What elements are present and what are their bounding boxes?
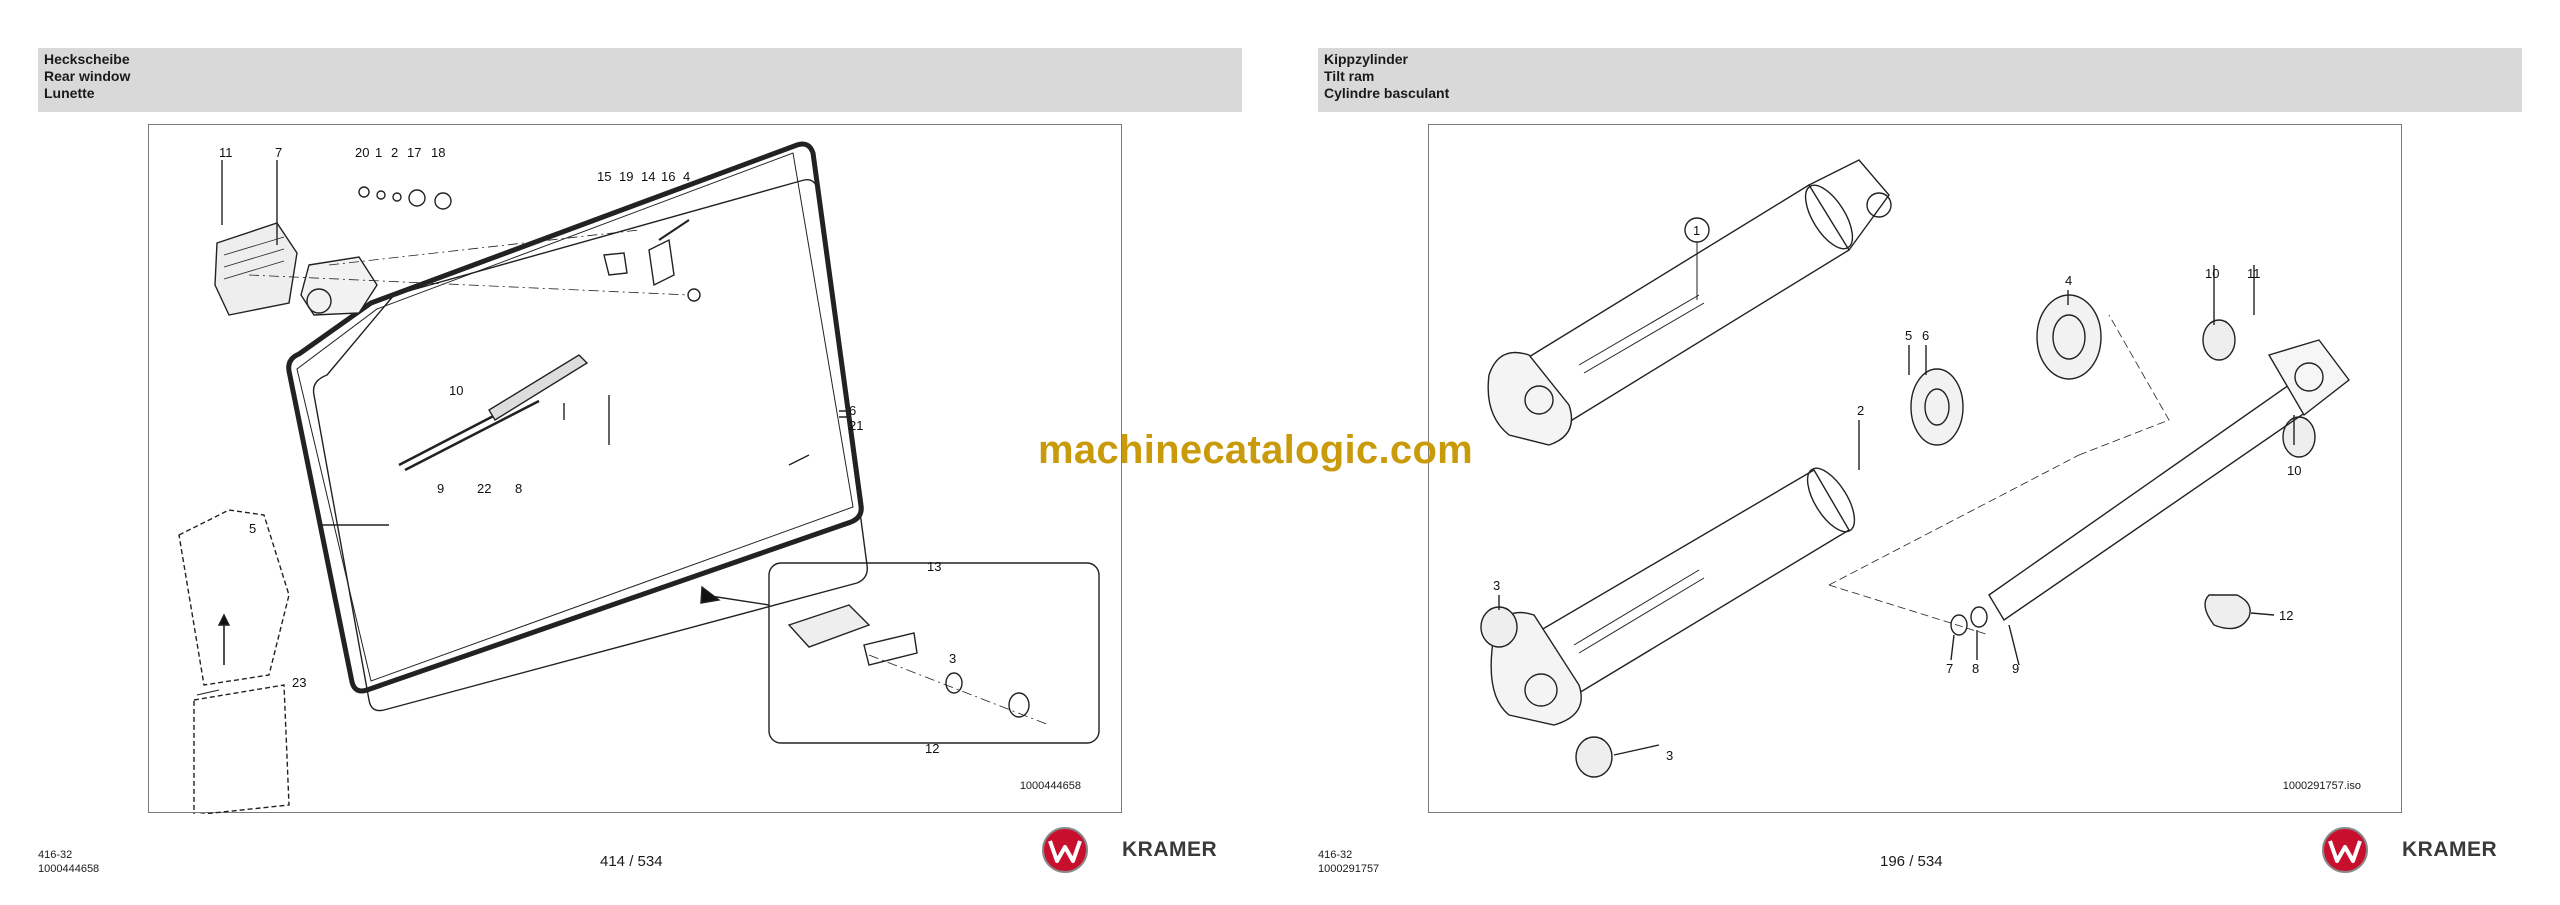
kramer-w-logo-icon [1042, 827, 1088, 873]
svg-text:21: 21 [849, 418, 863, 433]
footer-ids: 416-32 1000444658 [38, 848, 99, 876]
cylinder-tube-shape [1523, 469, 1850, 706]
page-header: Kippzylinder Tilt ram Cylindre basculant [1318, 48, 2522, 112]
svg-text:7: 7 [275, 145, 282, 160]
footer-model: 416-32 [38, 849, 73, 861]
brand-name: KRAMER [2402, 838, 2498, 861]
piston-shape [1910, 368, 1964, 446]
brand-name: KRAMER [1122, 838, 1218, 861]
kramer-logo: KRAMER [1040, 825, 1240, 875]
footer-ids: 416-32 1000291757 [1318, 848, 1379, 876]
kramer-w-logo-icon [2322, 827, 2368, 873]
svg-text:8: 8 [515, 481, 522, 496]
svg-text:2: 2 [391, 145, 398, 160]
svg-text:12: 12 [2279, 608, 2293, 623]
cab-outline-shape [178, 509, 290, 686]
svg-text:17: 17 [407, 145, 421, 160]
wiper-motor-shape [300, 256, 378, 316]
svg-text:9: 9 [2012, 661, 2019, 676]
header-title-de: Heckscheibe [44, 51, 130, 67]
catalog-page-rear-window: Heckscheibe Rear window Lunette [38, 48, 1242, 876]
svg-text:6: 6 [1922, 328, 1929, 343]
drawing-number: 1000444658 [1019, 780, 1081, 792]
svg-text:5: 5 [249, 521, 256, 536]
svg-text:10: 10 [449, 383, 463, 398]
svg-text:9: 9 [437, 481, 444, 496]
drawing-number: 1000291757.iso [2282, 780, 2361, 792]
svg-text:8: 8 [1972, 661, 1979, 676]
svg-text:4: 4 [2065, 273, 2072, 288]
svg-text:3: 3 [1493, 578, 1500, 593]
header-title-fr: Cylindre basculant [1324, 85, 1450, 101]
header-title-fr: Lunette [44, 85, 95, 101]
grease-bag-shape [2204, 594, 2251, 630]
svg-text:5: 5 [1905, 328, 1912, 343]
glass-pane-shape [312, 178, 868, 712]
svg-text:20: 20 [355, 145, 369, 160]
footer-model: 416-32 [1318, 849, 1353, 861]
svg-text:12: 12 [925, 741, 939, 756]
page-number: 414 / 534 [600, 853, 663, 870]
svg-text:6: 6 [849, 403, 856, 418]
svg-text:11: 11 [219, 145, 233, 160]
header-title-en: Tilt ram [1324, 68, 1375, 84]
svg-text:10: 10 [2205, 266, 2219, 281]
footer-doc-id: 1000291757 [1318, 863, 1380, 875]
svg-text:22: 22 [477, 481, 491, 496]
kramer-logo: KRAMER [2320, 825, 2520, 875]
svg-text:3: 3 [1666, 748, 1673, 763]
catalog-page-tilt-ram: Kippzylinder Tilt ram Cylindre basculant [1280, 0, 2560, 905]
svg-text:3: 3 [949, 651, 956, 666]
svg-text:15: 15 [597, 169, 611, 184]
wiper-arm-shape [488, 354, 589, 421]
footer-doc-id: 1000444658 [38, 863, 100, 875]
svg-text:10: 10 [2287, 463, 2301, 478]
cylinder-body-shape [1523, 184, 1850, 426]
svg-text:18: 18 [431, 145, 445, 160]
header-title-de: Kippzylinder [1324, 51, 1409, 67]
svg-text:1: 1 [1693, 223, 1700, 238]
watermark-text: machinecatalogic.com [1038, 428, 1474, 472]
svg-text:1: 1 [375, 145, 382, 160]
svg-text:7: 7 [1946, 661, 1953, 676]
window-seal-shape [286, 141, 864, 694]
svg-text:2: 2 [1857, 403, 1864, 418]
svg-text:4: 4 [683, 169, 690, 184]
svg-text:13: 13 [927, 559, 941, 574]
detail-box-shape [768, 562, 1100, 744]
svg-text:23: 23 [292, 675, 306, 690]
svg-text:16: 16 [661, 169, 675, 184]
page-header: Heckscheibe Rear window Lunette [38, 48, 1242, 112]
svg-text:14: 14 [641, 169, 655, 184]
svg-text:19: 19 [619, 169, 633, 184]
page-number: 196 / 534 [1880, 853, 1943, 870]
svg-text:11: 11 [2247, 266, 2261, 281]
piston-rod-shape [1988, 384, 2311, 621]
header-title-en: Rear window [44, 68, 131, 84]
